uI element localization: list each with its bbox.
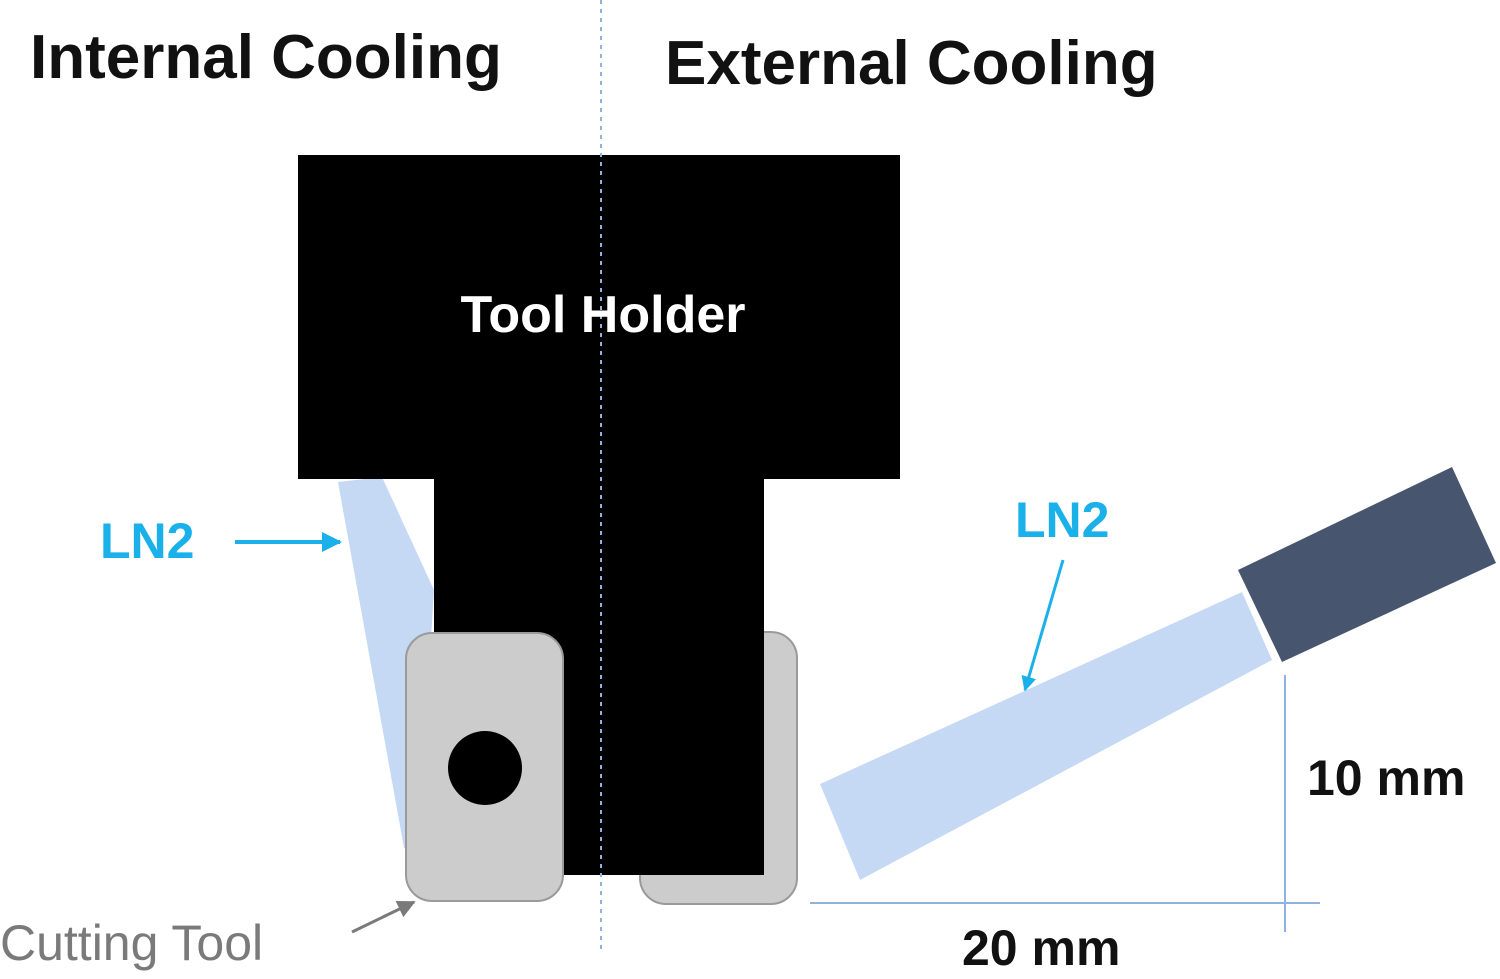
cutting-tool-arrow-icon [351, 900, 416, 934]
ln2-jet-external [820, 592, 1272, 880]
ln2-label-internal: LN2 [100, 513, 194, 569]
ln2-arrow-external-icon [1021, 559, 1065, 692]
title-external-cooling: External Cooling [665, 29, 1158, 98]
title-internal-cooling: Internal Cooling [30, 23, 502, 92]
cutting-tool-label: Cutting Tool [0, 915, 263, 971]
ln2-label-external: LN2 [1015, 492, 1109, 548]
ln2-nozzle [1238, 467, 1496, 662]
dimension-vertical-label: 10 mm [1307, 750, 1465, 806]
insert-hole-icon [448, 731, 522, 805]
tool-holder-label: Tool Holder [460, 286, 745, 344]
dimension-horizontal-label: 20 mm [962, 920, 1120, 976]
